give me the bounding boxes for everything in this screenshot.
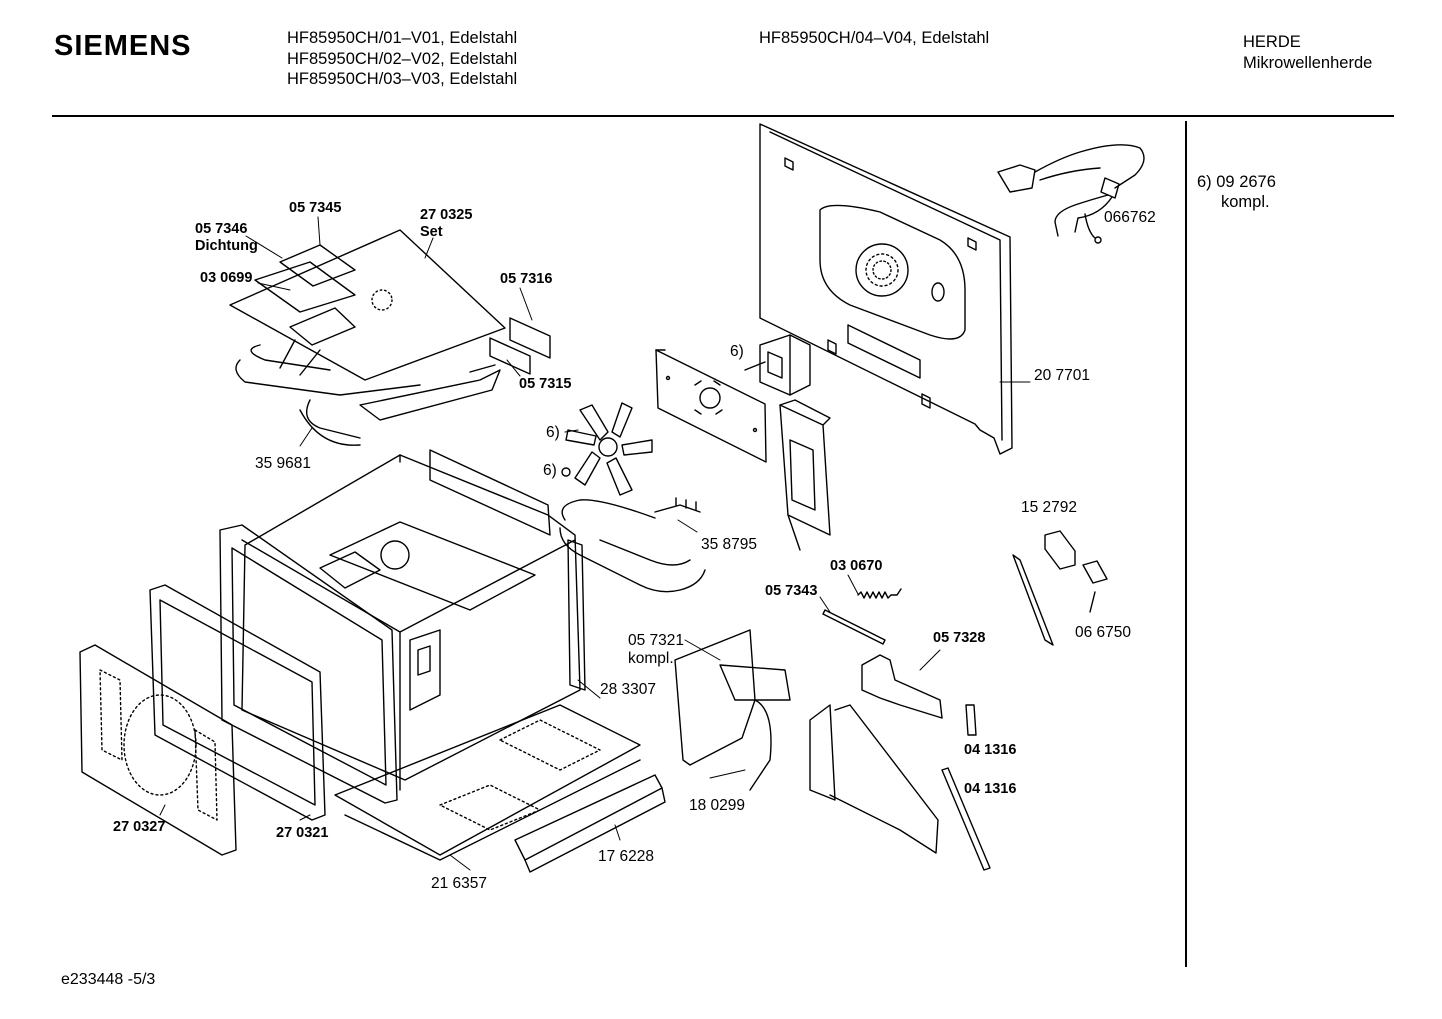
part-label: 03 0699 — [200, 270, 253, 286]
side-note-line: kompl. — [1221, 193, 1270, 211]
ring-heater — [559, 497, 706, 593]
part-label: 17 6228 — [598, 848, 655, 865]
brand-logo: SIEMENS — [54, 30, 192, 62]
inner-door-panel — [79, 644, 237, 856]
part-label: 05 7315 — [519, 376, 572, 392]
part-label: 28 3307 — [600, 681, 657, 698]
part-label: 21 6357 — [431, 875, 488, 892]
part-label: 20 7701 — [1034, 367, 1091, 384]
fan-motor — [744, 334, 811, 396]
door-hinge — [861, 654, 943, 719]
model-line: HF85950CH/01–V01, Edelstahl — [287, 29, 518, 47]
subcategory: Mikrowellenherde — [1243, 53, 1373, 72]
felt-pad-lower — [941, 767, 991, 871]
part-label: 6) — [546, 424, 560, 441]
model-line: HF85950CH/03–V03, Edelstahl — [287, 70, 518, 88]
bottom-plate — [334, 704, 641, 861]
front-frame — [219, 524, 398, 804]
part-label: 15 2792 — [1021, 499, 1078, 516]
part-label: 05 7346 — [195, 221, 248, 237]
part-label: 04 1316 — [964, 781, 1017, 797]
side-panel — [809, 704, 939, 854]
part-label: Dichtung — [195, 238, 258, 254]
fan-bracket-plate — [655, 349, 767, 463]
part-label: 05 7343 — [765, 583, 818, 599]
side-note-line: 6) 09 2676 — [1197, 173, 1276, 191]
part-label: 6) — [543, 462, 557, 479]
air-duct — [779, 399, 831, 551]
part-label: 18 0299 — [689, 797, 746, 814]
part-label: 35 9681 — [255, 455, 312, 472]
spring — [857, 588, 902, 599]
header-rule — [52, 115, 1394, 117]
part-label: 04 1316 — [964, 742, 1017, 758]
part-label: 05 7316 — [500, 271, 553, 287]
part-label: kompl. — [628, 650, 674, 667]
part-label: 06 6750 — [1075, 624, 1132, 641]
heater-brackets — [489, 317, 551, 375]
part-label: 066762 — [1104, 209, 1156, 226]
door-switch — [1012, 530, 1108, 646]
top-heater-panel — [229, 229, 506, 446]
part-label: Set — [420, 224, 443, 240]
document-id: e233448 -5/3 — [61, 971, 156, 988]
side-note: 6) 09 2676 kompl. — [1197, 172, 1276, 212]
part-label: 27 0327 — [113, 819, 166, 835]
part-label: 05 7345 — [289, 200, 342, 216]
lever — [822, 609, 886, 645]
side-bracket — [674, 629, 791, 766]
part-label: 6) — [730, 343, 744, 360]
category: HERDE — [1243, 33, 1301, 51]
model-list: HF85950CH/01–V01, Edelstahl HF85950CH/02… — [287, 28, 517, 90]
part-label: 03 0670 — [830, 558, 883, 574]
back-panel — [759, 123, 1013, 455]
part-label: 27 0325 — [420, 207, 473, 223]
part-label: 27 0321 — [276, 825, 329, 841]
part-label: 05 7328 — [933, 630, 986, 646]
side-column-rule — [1185, 121, 1187, 967]
door-gasket — [149, 584, 326, 821]
convection-fan — [561, 402, 653, 496]
power-cable — [997, 144, 1145, 244]
felt-pad-upper — [965, 704, 977, 736]
category-block: HERDE Mikrowellenherde — [1243, 32, 1372, 73]
part-label: 05 7321 — [628, 632, 685, 649]
oven-cavity — [241, 449, 586, 791]
part-label: 35 8795 — [701, 536, 758, 553]
model-line: HF85950CH/02–V02, Edelstahl — [287, 49, 518, 68]
model-line-right: HF85950CH/04–V04, Edelstahl — [759, 29, 990, 47]
wire — [749, 699, 772, 791]
leader-lines — [159, 216, 1031, 871]
control-strip — [514, 774, 666, 873]
